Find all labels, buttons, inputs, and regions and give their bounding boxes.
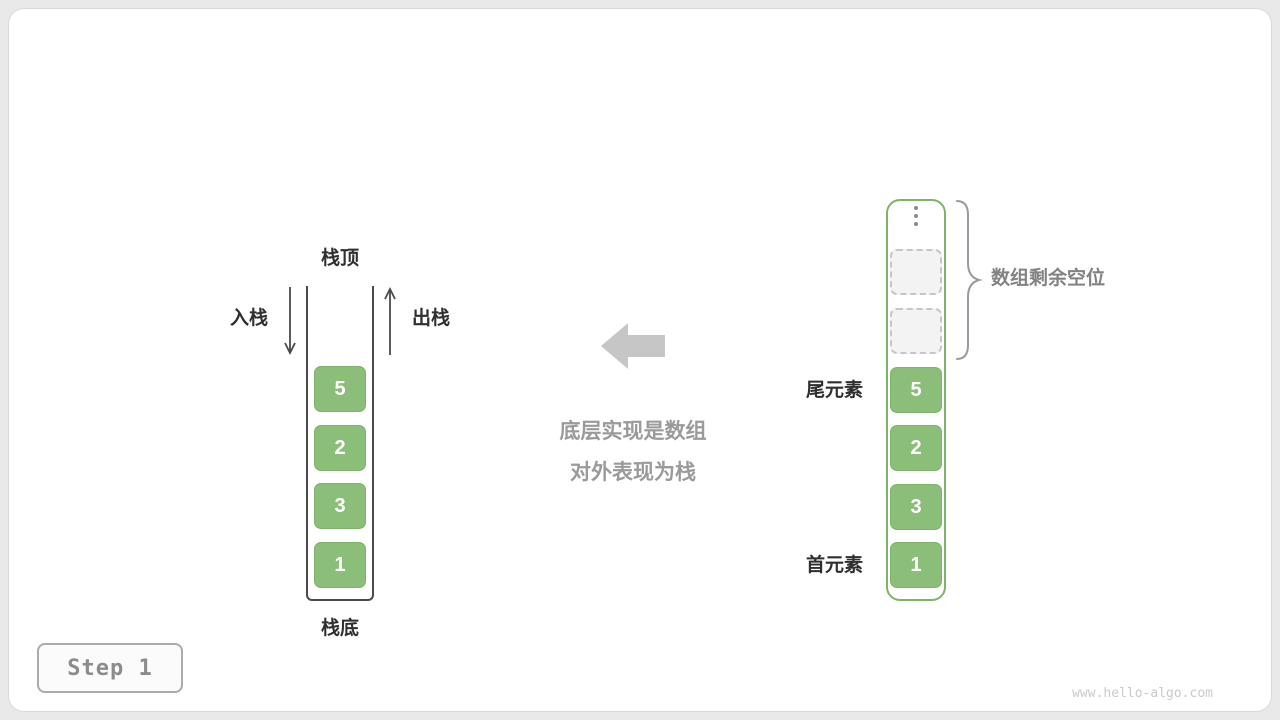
stack-cell-3: 1 <box>314 542 366 588</box>
pop-label: 出栈 <box>412 308 451 329</box>
push-label: 入栈 <box>229 308 268 329</box>
vertical-ellipsis-icon <box>906 206 926 226</box>
caption-line2: 对外表现为栈 <box>570 461 696 484</box>
stack-cell-2: 3 <box>314 483 366 529</box>
array-cell-1: 2 <box>890 425 942 471</box>
figure-card: 栈顶 5 2 3 1 入栈 出栈 栈底 底层实现是数组 对外表现为栈 5 2 3… <box>8 8 1272 712</box>
array-cell-2: 3 <box>890 484 942 530</box>
stack-cell-0: 5 <box>314 366 366 412</box>
tail-element-label: 尾元素 <box>805 380 863 401</box>
stack-top-label: 栈顶 <box>320 248 359 269</box>
stack-bottom-label: 栈底 <box>320 618 359 639</box>
pop-arrow-icon <box>384 286 396 355</box>
watermark: www.hello-algo.com <box>1072 686 1213 701</box>
array-cell-0: 5 <box>890 367 942 413</box>
remaining-slots-label: 数组剩余空位 <box>991 268 1106 289</box>
stack-cell-1: 2 <box>314 425 366 471</box>
caption-line1: 底层实现是数组 <box>559 420 707 443</box>
step-badge-label: Step 1 <box>67 655 153 681</box>
array-cell-3: 1 <box>890 542 942 588</box>
step-badge: Step 1 <box>37 643 183 693</box>
caption: 底层实现是数组 对外表现为栈 <box>503 411 763 493</box>
array-empty-slot-1 <box>890 308 942 354</box>
push-arrow-icon <box>284 287 296 356</box>
curly-brace-icon <box>956 200 983 360</box>
left-block-arrow-icon <box>601 323 665 369</box>
head-element-label: 首元素 <box>805 555 863 576</box>
array-empty-slot-0 <box>890 249 942 295</box>
